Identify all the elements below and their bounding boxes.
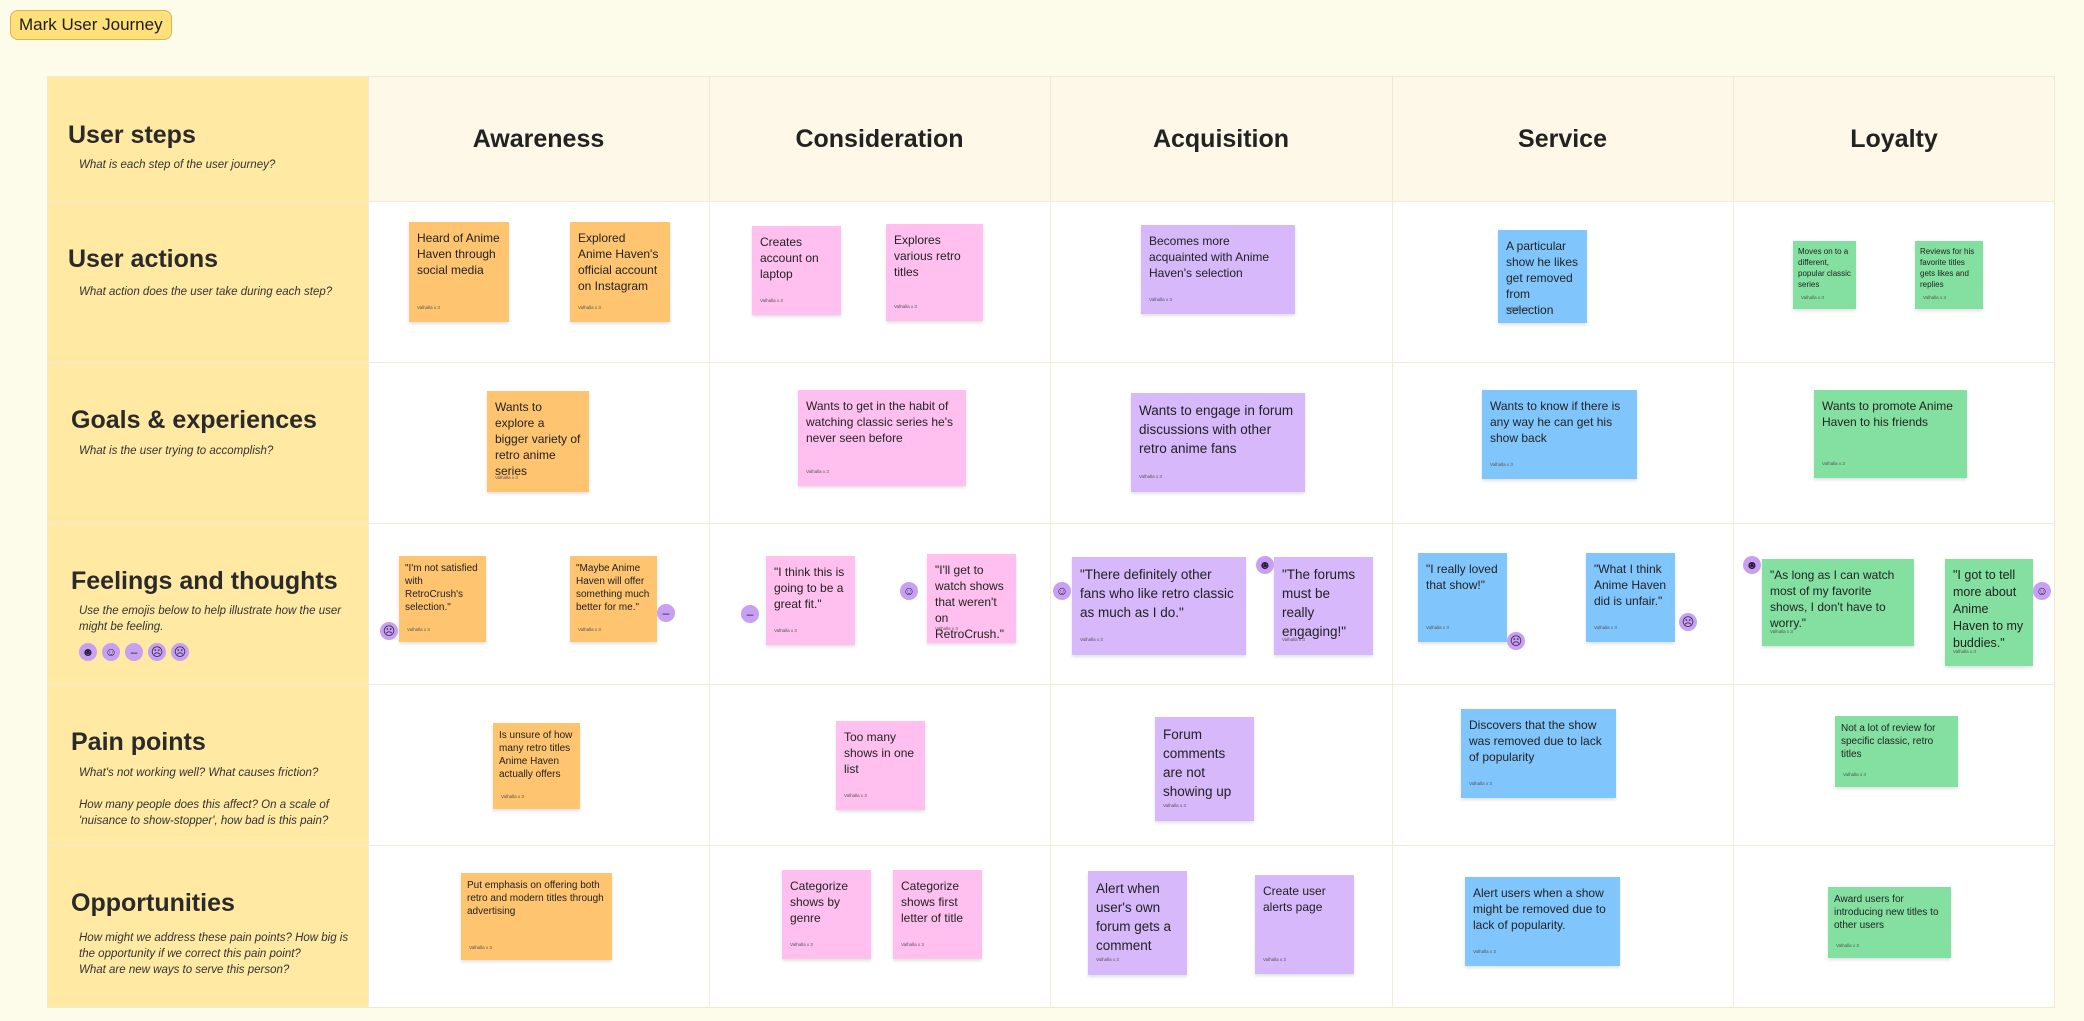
sticky-note[interactable]: "I really loved that show!"Valhalla x 3: [1418, 553, 1507, 642]
angry-emoji-icon[interactable]: ☹: [1507, 632, 1525, 650]
happy-emoji-icon[interactable]: ☺: [102, 643, 120, 661]
sad-emoji-icon[interactable]: ☹: [380, 622, 398, 640]
very-happy-emoji-icon[interactable]: ☻: [1743, 556, 1761, 574]
row-divider: [48, 201, 2054, 202]
sticky-note[interactable]: Discovers that the show was removed due …: [1461, 709, 1616, 798]
sticky-note[interactable]: Alert when user's own forum gets a comme…: [1088, 871, 1187, 975]
row-title-user-steps: User steps: [68, 121, 196, 149]
sticky-note[interactable]: Wants to promote Anime Haven to his frie…: [1814, 390, 1967, 478]
sticky-note[interactable]: Reviews for his favorite titles gets lik…: [1915, 241, 1983, 309]
frame-title-chip[interactable]: Mark User Journey: [10, 10, 172, 40]
row-divider: [48, 523, 2054, 524]
column-divider: [1050, 77, 1051, 1007]
sticky-note[interactable]: "I think this is going to be a great fit…: [766, 556, 855, 645]
row-subtitle-feelings: Use the emojis below to help illustrate …: [79, 605, 342, 633]
happy-emoji-icon[interactable]: ☺: [2033, 582, 2051, 600]
row-subtitle-opportunities: How might we address these pain points? …: [79, 932, 349, 960]
sticky-note[interactable]: Explored Anime Haven's official account …: [570, 222, 670, 322]
neutral-emoji-icon[interactable]: –: [741, 605, 759, 623]
sticky-note[interactable]: "As long as I can watch most of my favor…: [1762, 559, 1914, 646]
column-divider: [368, 77, 369, 1007]
sticky-note[interactable]: Is unsure of how many retro titles Anime…: [493, 723, 580, 809]
row-title-user-actions: User actions: [68, 245, 219, 273]
column-divider: [709, 77, 710, 1007]
row-subtitle-user-actions: What action does the user take during ea…: [79, 286, 333, 298]
sticky-note[interactable]: "What I think Anime Haven did is unfair.…: [1586, 553, 1675, 642]
row-subtitle-user-steps: What is each step of the user journey?: [79, 159, 276, 171]
sticky-note[interactable]: Wants to get in the habit of watching cl…: [798, 390, 966, 486]
stage-service: Service: [1518, 124, 1607, 153]
stage-acquisition: Acquisition: [1152, 124, 1290, 153]
column-divider: [1733, 77, 1734, 1007]
row-title-pain-points: Pain points: [71, 728, 206, 756]
sticky-note[interactable]: Wants to know if there is any way he can…: [1482, 390, 1637, 479]
sticky-note[interactable]: A particular show he likes get removed f…: [1498, 230, 1587, 323]
sticky-note[interactable]: Put emphasis on offering both retro and …: [461, 873, 612, 960]
sticky-note[interactable]: "Maybe Anime Haven will offer something …: [570, 556, 657, 642]
happy-emoji-icon[interactable]: ☺: [1053, 582, 1071, 600]
row-title-feelings: Feelings and thoughts: [71, 567, 338, 595]
very-happy-emoji-icon[interactable]: ☻: [1256, 556, 1274, 574]
column-divider: [1392, 77, 1393, 1007]
sticky-note[interactable]: Not a lot of review for specific classic…: [1835, 716, 1958, 787]
sticky-note[interactable]: "I'm not satisfied with RetroCrush's sel…: [399, 556, 486, 642]
stage-consideration: Consideration: [795, 124, 964, 153]
row-subtitle2-pain-points: How many people does this affect? On a s…: [79, 799, 329, 827]
row-subtitle-goals: What is the user trying to accomplish?: [79, 445, 274, 457]
sticky-note[interactable]: Wants to engage in forum discussions wit…: [1131, 393, 1305, 492]
sticky-note[interactable]: Heard of Anime Haven through social medi…: [409, 222, 509, 322]
sticky-note[interactable]: "I got to tell more about Anime Haven to…: [1945, 559, 2033, 666]
row-title-opportunities: Opportunities: [71, 889, 235, 917]
sticky-note[interactable]: Award users for introducing new titles t…: [1828, 887, 1951, 958]
very-happy-emoji-icon[interactable]: ☻: [79, 643, 97, 661]
stage-awareness: Awareness: [472, 124, 605, 153]
angry-emoji-icon[interactable]: ☹: [171, 643, 189, 661]
row-divider: [48, 362, 2054, 363]
row-title-goals: Goals & experiences: [71, 406, 317, 434]
neutral-emoji-icon[interactable]: –: [657, 604, 675, 622]
row-divider: [48, 845, 2054, 846]
sticky-note[interactable]: Alert users when a show might be removed…: [1465, 877, 1620, 966]
journey-board: Awareness Consideration Acquisition Serv…: [47, 76, 2055, 1008]
neutral-emoji-icon[interactable]: –: [125, 643, 143, 661]
sticky-note[interactable]: Becomes more acquainted with Anime Haven…: [1141, 225, 1295, 314]
sad-emoji-icon[interactable]: ☹: [1679, 613, 1697, 631]
sticky-note[interactable]: Moves on to a different, popular classic…: [1793, 241, 1856, 309]
emoji-legend: ☻ ☺ – ☹ ☹: [79, 643, 199, 663]
sticky-note[interactable]: "The forums must be really engaging!"Val…: [1274, 557, 1373, 655]
row-subtitle-pain-points: What's not working well? What causes fri…: [79, 767, 319, 779]
sad-emoji-icon[interactable]: ☹: [148, 643, 166, 661]
sticky-note[interactable]: "I'll get to watch shows that weren't on…: [927, 554, 1016, 643]
happy-emoji-icon[interactable]: ☺: [900, 582, 918, 600]
row-subtitle2-opportunities: What are new ways to serve this person?: [79, 964, 290, 976]
stage-loyalty: Loyalty: [1850, 124, 1938, 153]
sticky-note[interactable]: Wants to explore a bigger variety of ret…: [487, 391, 589, 492]
stage-header-strip: [368, 77, 2054, 201]
row-divider: [48, 684, 2054, 685]
row-label-column: [48, 77, 368, 1007]
sticky-note[interactable]: "There definitely other fans who like re…: [1072, 557, 1246, 655]
